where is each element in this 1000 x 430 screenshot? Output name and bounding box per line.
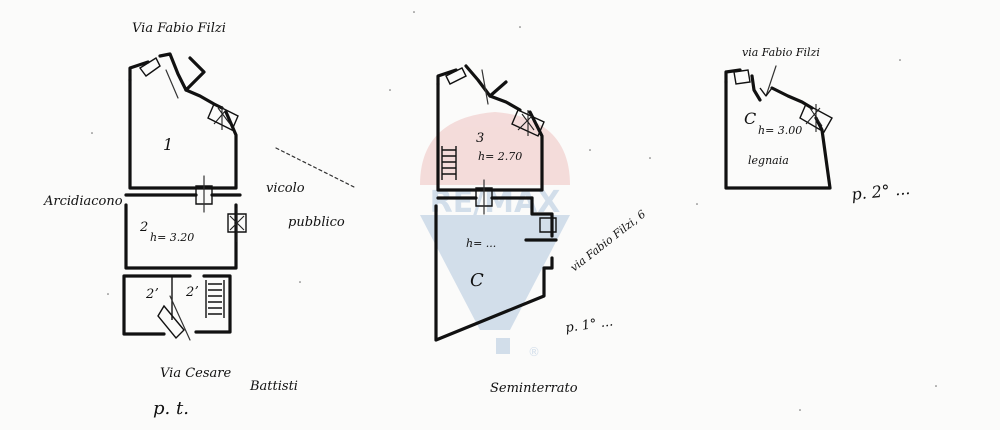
room-3-door-jamb (445, 67, 467, 85)
room-1-walls (128, 78, 238, 190)
stair-ladder (205, 280, 225, 318)
room-2-height: h= 3.20 (150, 231, 194, 244)
lower-rooms-walls (122, 274, 232, 336)
right-alley-label-2: pubblico (288, 215, 345, 230)
lower-door-leaf (169, 295, 191, 341)
woodshed-handwritten-note: p. 2° ... (850, 179, 911, 204)
woodshed-room-letter: C (744, 109, 756, 128)
alley-dashed-line (275, 147, 357, 189)
room-c-right-walls (530, 196, 554, 238)
room-3-number: 3 (476, 131, 484, 146)
room-1-door-jamb (138, 56, 161, 77)
divider-door-1-2 (195, 185, 213, 205)
room-2-walls (124, 203, 238, 270)
woodshed-plan: via Fabio Filzi C h= 3.00 legnaia p. 2° … (724, 46, 911, 204)
room-2b-number: 2ʼ (185, 285, 198, 300)
watermark-basket (496, 338, 510, 354)
watermark-registered-mark: ® (528, 345, 540, 359)
woodshed-window (799, 103, 833, 133)
lower-door (157, 304, 185, 340)
room-1-window (207, 103, 239, 131)
woodshed-street-label: via Fabio Filzi (742, 46, 820, 59)
basement-handwritten-note-2: p. 1° ... (564, 314, 614, 336)
watermark-balloon-bottom (420, 215, 570, 330)
room-1-entrance-walls (128, 52, 206, 92)
woodshed-label: legnaia (748, 154, 789, 167)
room-c-small-door (539, 217, 557, 233)
basement-caption: Seminterrato (490, 381, 578, 396)
room-3-door-leaf (481, 69, 489, 105)
room-3-entrance-walls (436, 64, 508, 98)
woodshed-walls (724, 80, 832, 190)
woodshed-arrow (765, 65, 777, 97)
street-bottom-label-2: Battisti (249, 379, 298, 394)
room-3-height: h= 2.70 (478, 150, 522, 163)
street-bottom-label-1: Via Cesare (160, 366, 231, 381)
room-3-window (511, 109, 545, 137)
room-2-window (227, 208, 247, 242)
room-c-height: h= ... (466, 237, 496, 250)
room-2a-number: 2ʼ (145, 287, 158, 302)
woodshed-entrance-walls (724, 68, 814, 110)
room-c-letter: C (470, 270, 484, 291)
room-3-walls (436, 82, 544, 192)
woodshed-height: h= 3.00 (758, 124, 802, 137)
woodshed-door-jamb (733, 69, 751, 85)
left-neighbor-label: Arcidiacono (43, 194, 123, 209)
ground-floor-caption: p. t. (153, 398, 189, 419)
room-2-number: 2 (139, 220, 148, 235)
street-top-label: Via Fabio Filzi (132, 21, 226, 36)
right-alley-label-1: vicolo (266, 181, 305, 196)
room-c-walls (434, 204, 554, 342)
woodshed-arrow-head (759, 87, 773, 97)
room-1-number: 1 (163, 135, 173, 154)
basement-stair (441, 146, 457, 180)
room-1-door-leaf (165, 69, 179, 99)
watermark-balloon-top (420, 112, 570, 185)
ground-floor-plan: Via Fabio Filzi 1 2 h= 3.20 2ʼ 2ʼ (43, 21, 357, 419)
basement-handwritten-note: via Fabio Filzi, 6 (568, 208, 648, 275)
room-3-bay-wall (488, 94, 522, 112)
divider-door-3-c (475, 187, 493, 207)
scan-specks (91, 11, 937, 411)
